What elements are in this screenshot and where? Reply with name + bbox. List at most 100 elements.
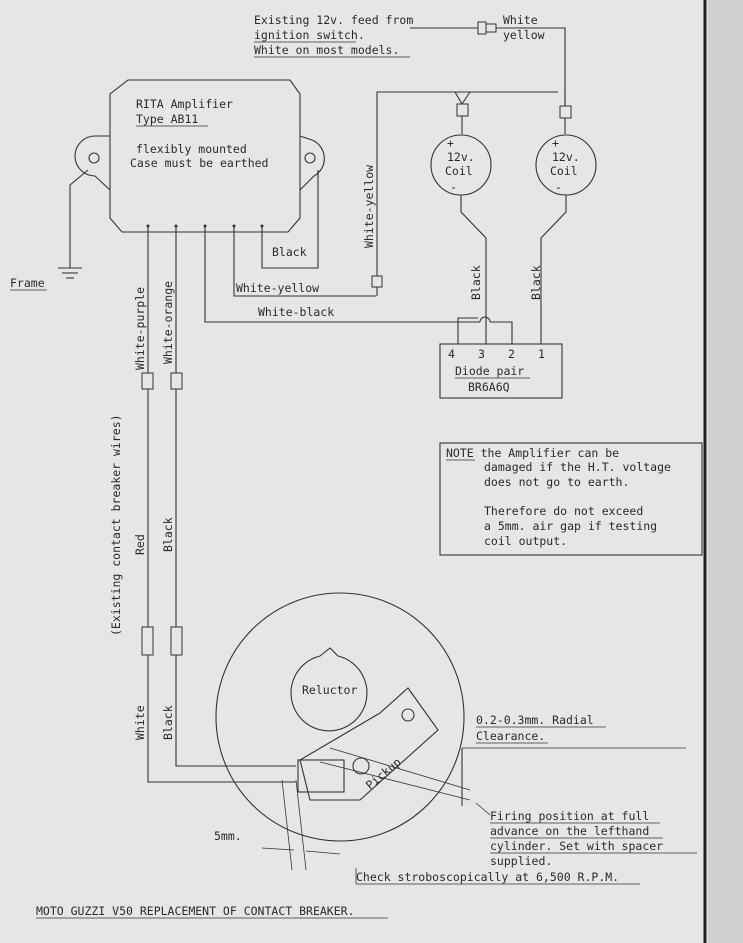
- amplifier-mount-left: [74, 135, 111, 191]
- coil-left-minus: -: [450, 180, 457, 194]
- coil-left-black-wire: [460, 195, 487, 322]
- note-box: [439, 442, 703, 556]
- clearance-line-2: [319, 761, 471, 801]
- firing-leader: [475, 802, 491, 816]
- coil-right-label-2: Coil: [550, 164, 578, 178]
- gap-arrow-right: [305, 850, 341, 855]
- coil-left-feed-branch: [454, 91, 463, 105]
- feed-connector-b: [485, 23, 497, 33]
- clearance-label-1: 0.2-0.3mm. Radial: [476, 713, 594, 727]
- strobe-note: Check stroboscopically at 6,500 R.P.M.: [356, 870, 619, 884]
- coil-right-black-label: Black: [529, 265, 543, 300]
- coil-left-label-1: 12v.: [447, 150, 475, 164]
- frame-label: Frame: [10, 276, 45, 290]
- white-orange-connector: [170, 372, 183, 390]
- amplifier-case: [109, 79, 301, 233]
- diode-pin4-link: [457, 317, 478, 344]
- coil-right-plus: +: [552, 136, 559, 150]
- coil-left-black-label: Black: [469, 265, 483, 300]
- clearance-line-1: [329, 747, 471, 791]
- base-plate: [215, 592, 465, 842]
- white-purple-connector: [141, 372, 154, 390]
- white-yellow-label-h: White-yellow: [236, 281, 319, 295]
- coil-right-label-1: 12v.: [552, 150, 580, 164]
- breaker-wires-note: (Existing contact breaker wires): [109, 414, 123, 636]
- note-line-3: does not go to earth.: [484, 475, 629, 489]
- note-line-2: damaged if the H.T. voltage: [484, 460, 671, 474]
- diode-pin-4: 4: [448, 347, 455, 361]
- white-yellow-wire-h: [233, 226, 376, 297]
- white-black-hop: [479, 316, 491, 323]
- coil-left-connector: [456, 103, 469, 117]
- black-wire-lower-label: Black: [161, 517, 175, 552]
- note-line-4: Therefore do not exceed: [484, 504, 643, 518]
- diode-pair-box: [439, 343, 563, 399]
- firing-line-4: supplied.: [490, 854, 552, 868]
- coil-right-minus: -: [555, 180, 562, 194]
- black-connector: [170, 626, 183, 656]
- amplifier-mount-hole-left: [88, 152, 100, 164]
- footer-title: MOTO GUZZI V50 REPLACEMENT OF CONTACT BR…: [36, 904, 355, 918]
- black-bottom-wire: [175, 655, 296, 767]
- white-black-label: White-black: [258, 305, 334, 319]
- feed-to-coil-wire: [496, 27, 566, 106]
- amplifier-mount-right: [299, 135, 325, 191]
- pickup-label: Pickup: [363, 755, 404, 792]
- feed-text-1: Existing 12v. feed from: [254, 13, 413, 27]
- red-connector: [141, 626, 154, 656]
- firing-line-2: advance on the lefthand: [490, 824, 649, 838]
- white-yellow-wire-v: [376, 91, 558, 276]
- gap-arrow-left: [261, 847, 295, 851]
- amplifier-type: Type AB11: [136, 112, 198, 126]
- feed-wire-label-1: White: [503, 13, 538, 27]
- note-line-1: NOTE the Amplifier can be: [446, 446, 619, 460]
- diode-part-number: BR6A6Q: [468, 380, 510, 394]
- black-earth-wire: [261, 170, 319, 269]
- pickup-body: [297, 759, 345, 793]
- diode-label: Diode pair: [455, 364, 524, 378]
- feed-wire-label-2: yellow: [503, 28, 545, 42]
- pickup-mount-hole: [401, 708, 415, 722]
- clearance-label-2: Clearance.: [476, 729, 545, 743]
- amplifier-title: RITA Amplifier: [136, 97, 233, 111]
- coil-right-black-wire: [540, 195, 567, 344]
- white-yellow-label-v: White-yellow: [362, 165, 376, 248]
- feed-text-2: ignition switch.: [254, 28, 365, 42]
- feed-connector: [477, 21, 487, 35]
- reluctor: [290, 647, 368, 732]
- note-line-5: a 5mm. air gap if testing: [484, 519, 657, 533]
- gap-label: 5mm.: [214, 829, 242, 843]
- note-line-6: coil output.: [484, 534, 567, 548]
- amplifier-mount-hole-right: [304, 152, 316, 164]
- diode-pin-3: 3: [478, 347, 485, 361]
- pickup-screw: [352, 757, 370, 775]
- black-wire-label: Black: [272, 245, 307, 259]
- white-orange-label: White-orange: [161, 281, 175, 364]
- firing-line-3: cylinder. Set with spacer: [490, 839, 663, 853]
- white-bottom-wire: [147, 655, 296, 783]
- gap-line-1: [295, 779, 307, 871]
- coil-left-label-2: Coil: [445, 164, 473, 178]
- black-bottom-label: Black: [161, 705, 175, 740]
- earth-wire: [69, 169, 89, 268]
- white-yellow-connector: [371, 275, 383, 288]
- coil-left-feed-branch-b: [461, 91, 471, 105]
- page-margin: [708, 0, 743, 943]
- white-purple-label: White-purple: [133, 287, 147, 370]
- reluctor-label: Reluctor: [302, 683, 357, 697]
- white-black-to-diode: [490, 321, 513, 344]
- white-bottom-label: White: [133, 705, 147, 740]
- firing-line-1: Firing position at full: [490, 809, 649, 823]
- diode-pin-2: 2: [508, 347, 515, 361]
- gap-line-2: [281, 779, 293, 871]
- red-wire-label: Red: [133, 534, 147, 555]
- diode-pin-1: 1: [538, 347, 545, 361]
- coil-left-plus: +: [447, 136, 454, 150]
- amplifier-mount-note: flexibly mounted: [136, 142, 247, 156]
- amplifier-earth-note: Case must be earthed: [130, 156, 268, 170]
- white-black-wire: [204, 226, 480, 323]
- feed-text-3: White on most models.: [254, 43, 399, 57]
- coil-right-connector: [559, 105, 572, 119]
